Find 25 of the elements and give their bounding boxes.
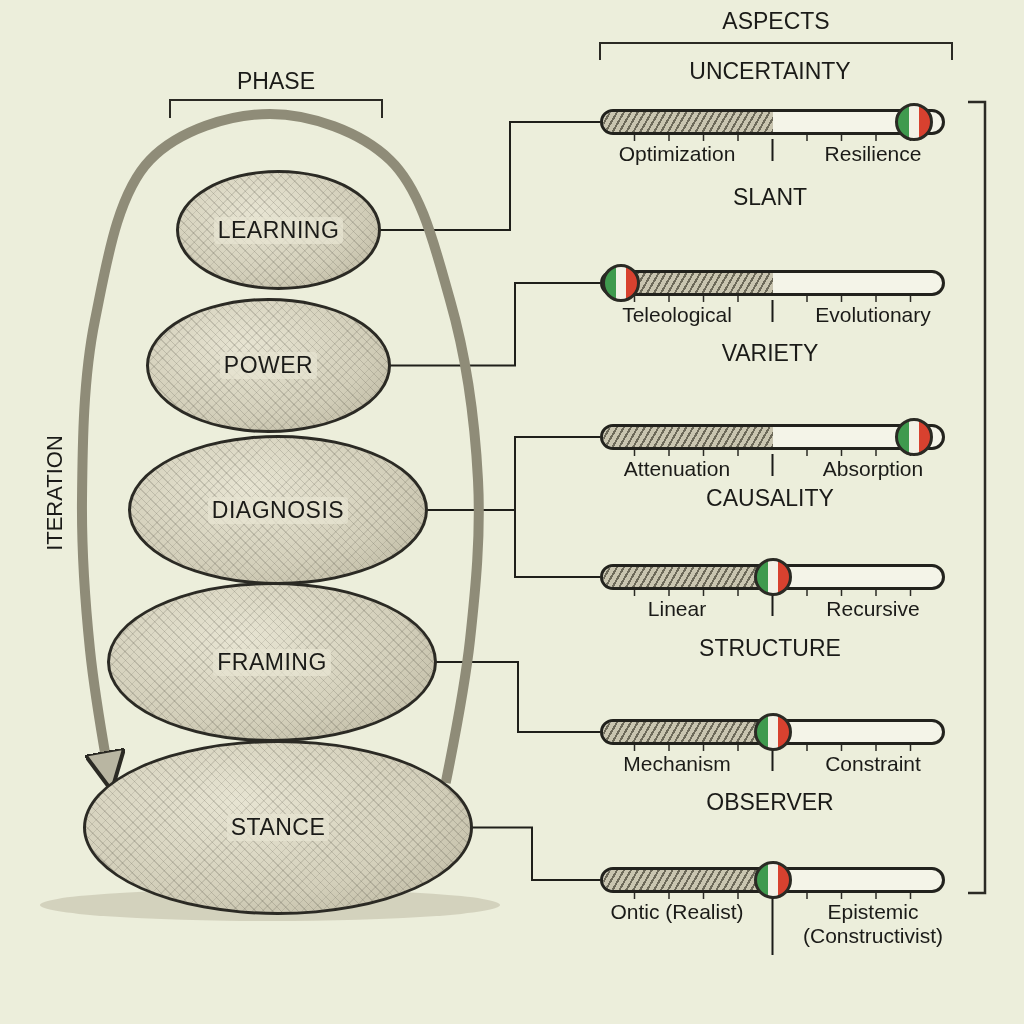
phase-label: LEARNING	[213, 216, 344, 244]
scale-end-label: Teleological	[621, 303, 733, 328]
scale-end-label: Absorption	[821, 457, 925, 482]
scale-end-label: Evolutionary	[814, 303, 932, 328]
aspect-heading: CAUSALITY	[705, 485, 835, 512]
scale-end-label: Resilience	[823, 142, 923, 167]
section-heading: PHASE	[237, 68, 315, 94]
aspect-heading: OBSERVER	[705, 789, 835, 816]
scale-end-label: Epistemic (Constructivist)	[802, 900, 944, 949]
scale-end-label: Constraint	[824, 752, 922, 777]
aspect-heading: VARIETY	[720, 340, 820, 367]
scale-end-label: Optimization	[617, 142, 737, 167]
aspect-heading: UNCERTAINTY	[688, 58, 852, 85]
phase-label: FRAMING	[213, 648, 331, 676]
scale-end-label: Ontic (Realist)	[609, 900, 745, 925]
phase-label: STANCE	[226, 814, 330, 841]
scale-end-label: Mechanism	[622, 752, 732, 777]
aspect-heading: SLANT	[731, 184, 809, 211]
phase-label: DIAGNOSIS	[207, 496, 349, 524]
phase-label: POWER	[219, 352, 318, 379]
aspect-heading: STRUCTURE	[698, 635, 842, 662]
scale-end-label: Linear	[646, 597, 708, 622]
scale-end-label: Attenuation	[622, 457, 732, 482]
scale-end-label: Recursive	[825, 597, 921, 622]
section-heading: ASPECTS	[722, 8, 830, 34]
